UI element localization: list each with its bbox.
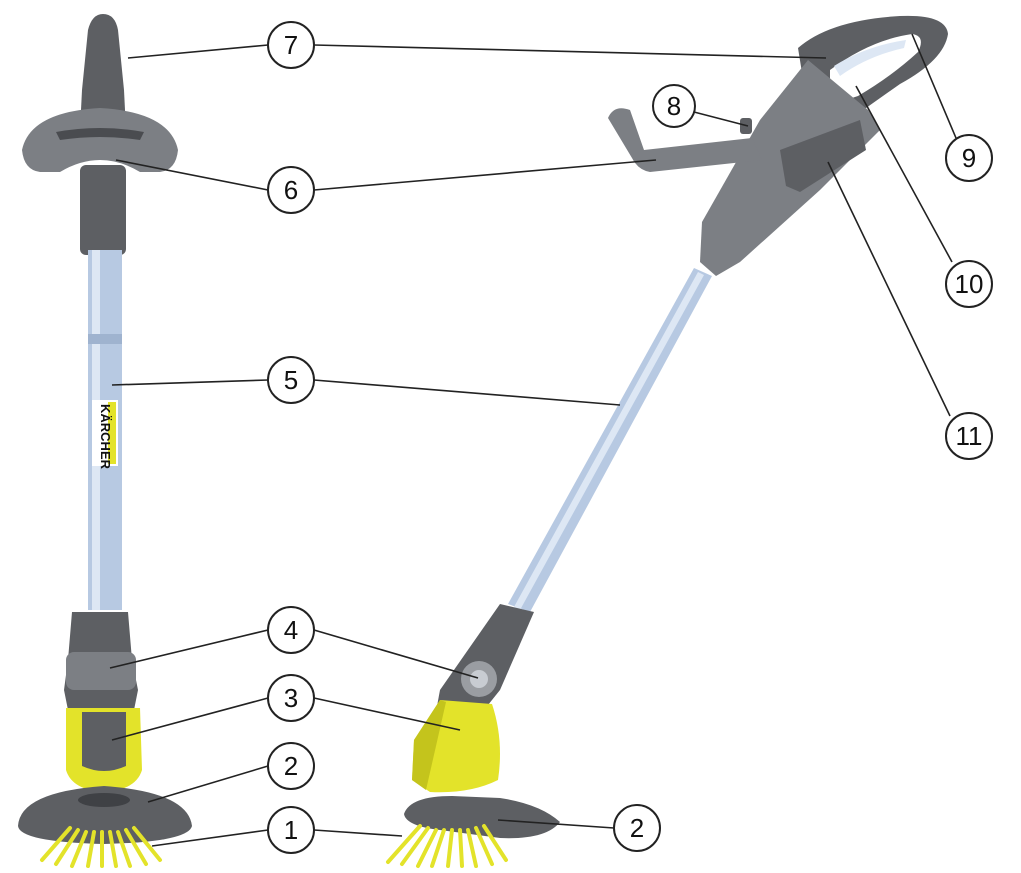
callout-2-left: 2 xyxy=(267,742,315,790)
side-brush-guard xyxy=(404,796,560,839)
brand-text: KÄRCHER xyxy=(98,404,113,470)
leader-1-right xyxy=(313,829,403,837)
callout-9: 9 xyxy=(945,134,993,182)
handle-opening xyxy=(830,34,921,100)
front-view-tool: KÄRCHER xyxy=(18,14,192,868)
callout-label: 3 xyxy=(284,683,298,713)
leader-5-right xyxy=(313,379,621,406)
leader-7-right xyxy=(313,44,827,59)
callout-4-left: 4 xyxy=(267,606,315,654)
leader-6-left xyxy=(115,159,269,191)
battery-cover xyxy=(780,120,866,192)
leader-6-right xyxy=(313,159,657,191)
leader-4-right xyxy=(313,629,479,679)
side-shaft-highlight xyxy=(514,272,704,610)
callout-label: 7 xyxy=(284,30,298,60)
callout-markers: 7 6 5 4 3 2 1 2 xyxy=(267,21,993,854)
upper-housing xyxy=(80,165,126,255)
brand-sticker-stripe xyxy=(108,402,116,464)
leader-3-left xyxy=(111,697,269,741)
guard-hub xyxy=(78,793,130,807)
callout-7-left: 7 xyxy=(267,21,315,69)
callout-2-right: 2 xyxy=(613,804,661,852)
callout-5-left: 5 xyxy=(267,356,315,404)
auxiliary-handle xyxy=(22,108,178,172)
leader-lines xyxy=(109,33,957,847)
callout-8: 8 xyxy=(652,84,696,128)
side-view-tool xyxy=(0,0,948,868)
side-brush-bristles xyxy=(386,824,508,868)
callout-6-left: 6 xyxy=(267,166,315,214)
side-motor-shade xyxy=(412,700,446,790)
leader-2-right xyxy=(497,819,615,829)
motor-housing-panel xyxy=(82,712,126,771)
joint-knob-center xyxy=(470,670,488,688)
leader-3-right xyxy=(313,697,461,731)
callout-label: 8 xyxy=(667,91,681,121)
callout-3-left: 3 xyxy=(267,674,315,722)
shaft-joint xyxy=(88,334,122,344)
leader-9 xyxy=(911,33,957,139)
callout-label: 6 xyxy=(284,175,298,205)
leader-10 xyxy=(855,85,953,263)
callout-label: 9 xyxy=(962,143,976,173)
leader-1-left xyxy=(151,829,269,847)
callout-10: 10 xyxy=(945,260,993,308)
callout-label: 2 xyxy=(630,813,644,843)
callout-label: 11 xyxy=(956,421,983,451)
callout-label: 2 xyxy=(284,751,298,781)
leader-2-left xyxy=(147,765,269,803)
leader-5-left xyxy=(111,379,269,386)
callout-label: 4 xyxy=(284,615,298,645)
leader-7-left xyxy=(127,44,269,59)
leader-4-left xyxy=(109,629,269,669)
callout-label: 1 xyxy=(284,815,298,845)
callout-label: 10 xyxy=(955,269,984,299)
front-auxiliary-handle xyxy=(608,108,762,172)
joint-collar xyxy=(66,652,136,690)
auxiliary-handle-slot xyxy=(56,128,144,140)
leader-8 xyxy=(693,111,749,127)
callout-label: 5 xyxy=(284,365,298,395)
side-shaft-joint xyxy=(0,0,1,1)
trigger-switch xyxy=(834,40,906,76)
callout-11: 11 xyxy=(945,412,993,460)
top-handle-grip xyxy=(80,14,126,130)
brush-bristles xyxy=(40,826,162,868)
callout-1-left: 1 xyxy=(267,806,315,854)
brush-guard xyxy=(18,786,192,844)
leader-11 xyxy=(827,161,951,417)
